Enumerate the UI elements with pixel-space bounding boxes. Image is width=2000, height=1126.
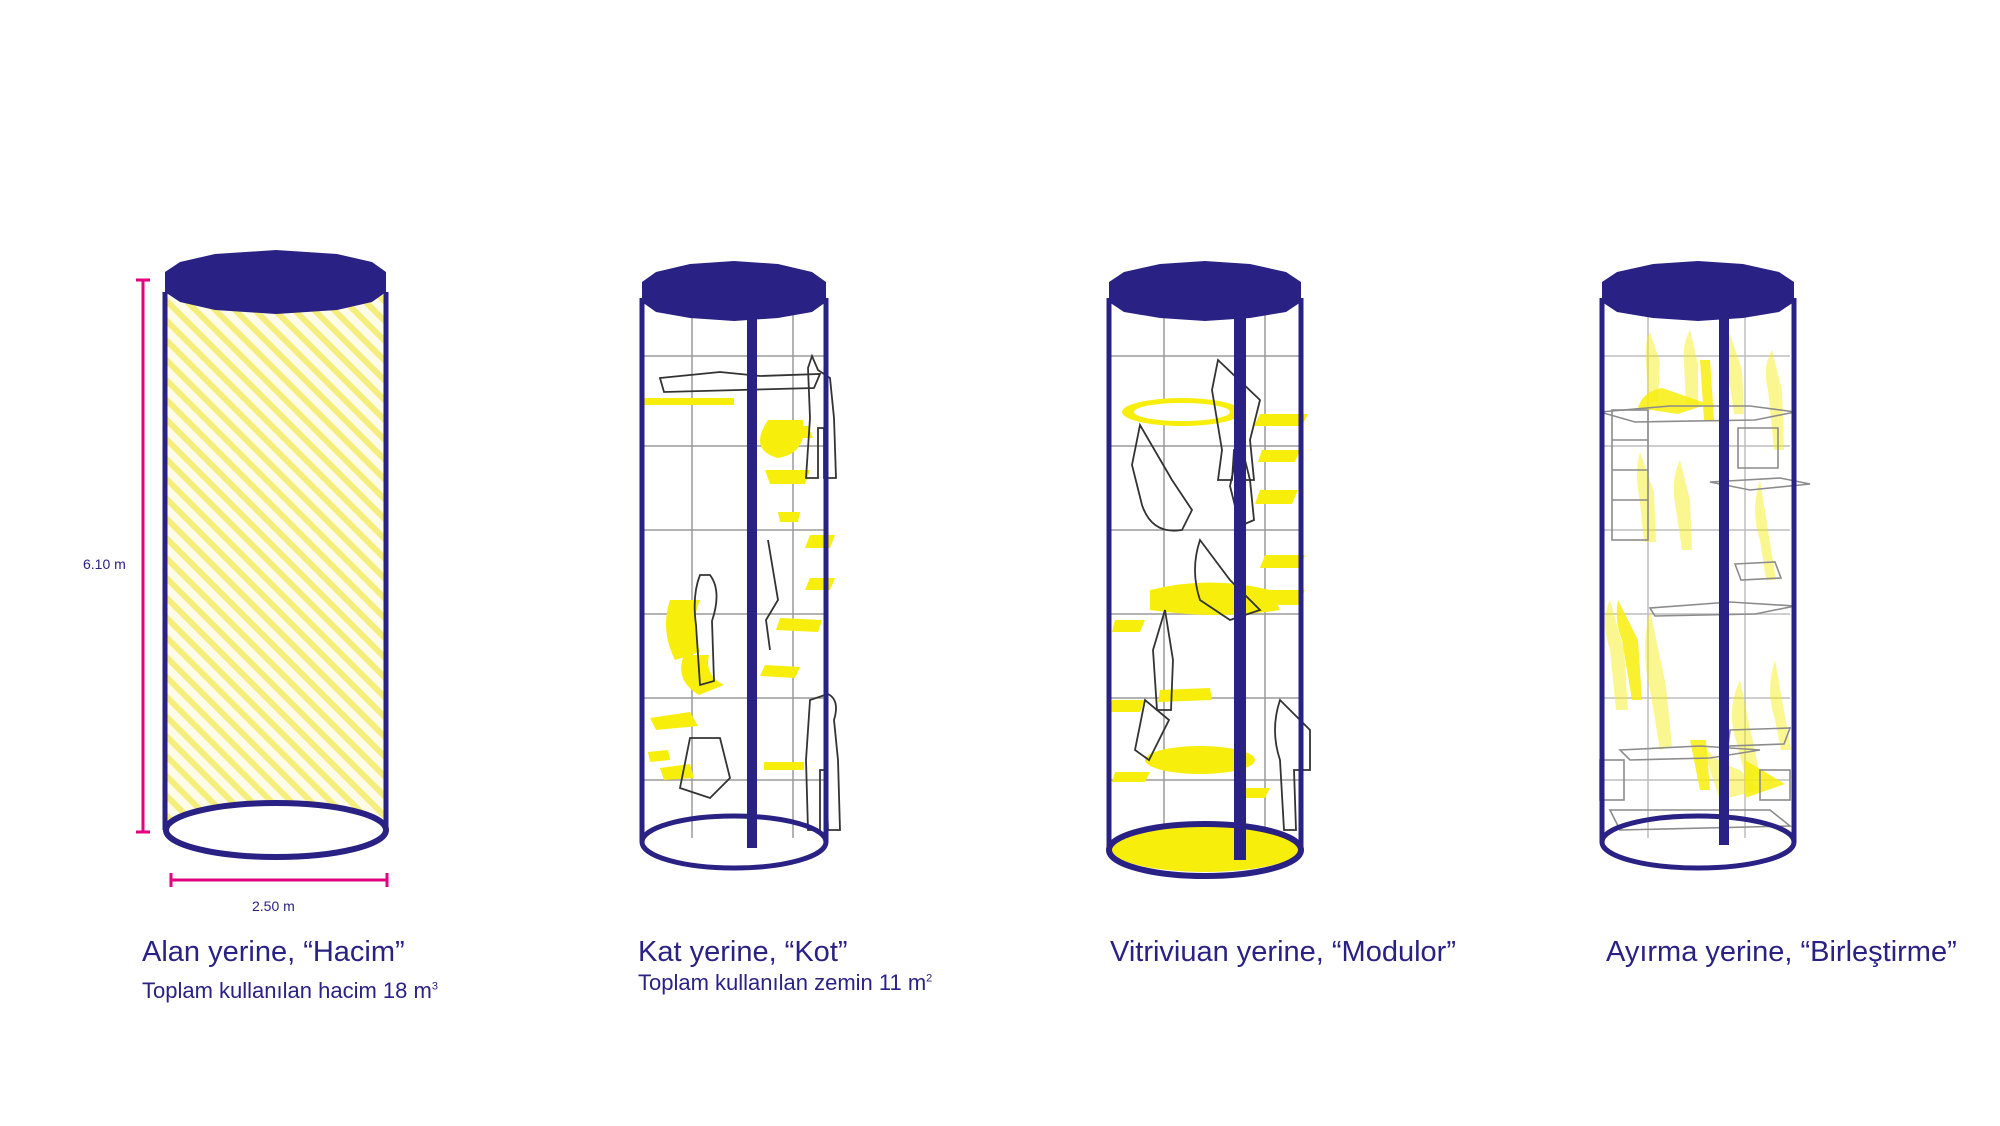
caption-kot: Kat yerine, “Kot” [638, 936, 848, 968]
caption-birlestirme: Ayırma yerine, “Birleştirme” [1606, 936, 1957, 968]
subtitle-hacim: Toplam kullanılan hacim 18 m3 [142, 978, 438, 1003]
subtitle-kot: Toplam kullanılan zemin 11 m2 [638, 970, 933, 995]
yellow-floor-plates [1109, 398, 1308, 872]
cylinder-kot [639, 261, 841, 871]
height-dimension [136, 278, 150, 834]
modulor-ring [1134, 403, 1230, 421]
caption-modulor: Vitriviuan yerine, “Modulor” [1110, 936, 1456, 968]
cylinder-volume [162, 250, 389, 860]
width-dimension [169, 873, 389, 887]
grid-lines [1110, 305, 1300, 845]
cylinder-base [639, 813, 829, 871]
cylinder-base [163, 800, 389, 860]
cylinder-top-cap [1602, 261, 1794, 321]
hatched-volume [165, 292, 386, 826]
cylinder-modulor [1106, 261, 1311, 879]
cylinder-base [1599, 813, 1797, 871]
cylinder-top-cap [165, 250, 386, 314]
height-dimension-label: 6.10 m [83, 556, 126, 572]
width-dimension-label: 2.50 m [252, 898, 295, 914]
cylinder-top-cap [1109, 261, 1301, 321]
cylinder-top-cap [642, 261, 826, 321]
yellow-floor-plates [642, 398, 835, 780]
caption-hacim: Alan yerine, “Hacim” [142, 936, 405, 968]
cylinder-birlestirme [1599, 261, 1811, 871]
